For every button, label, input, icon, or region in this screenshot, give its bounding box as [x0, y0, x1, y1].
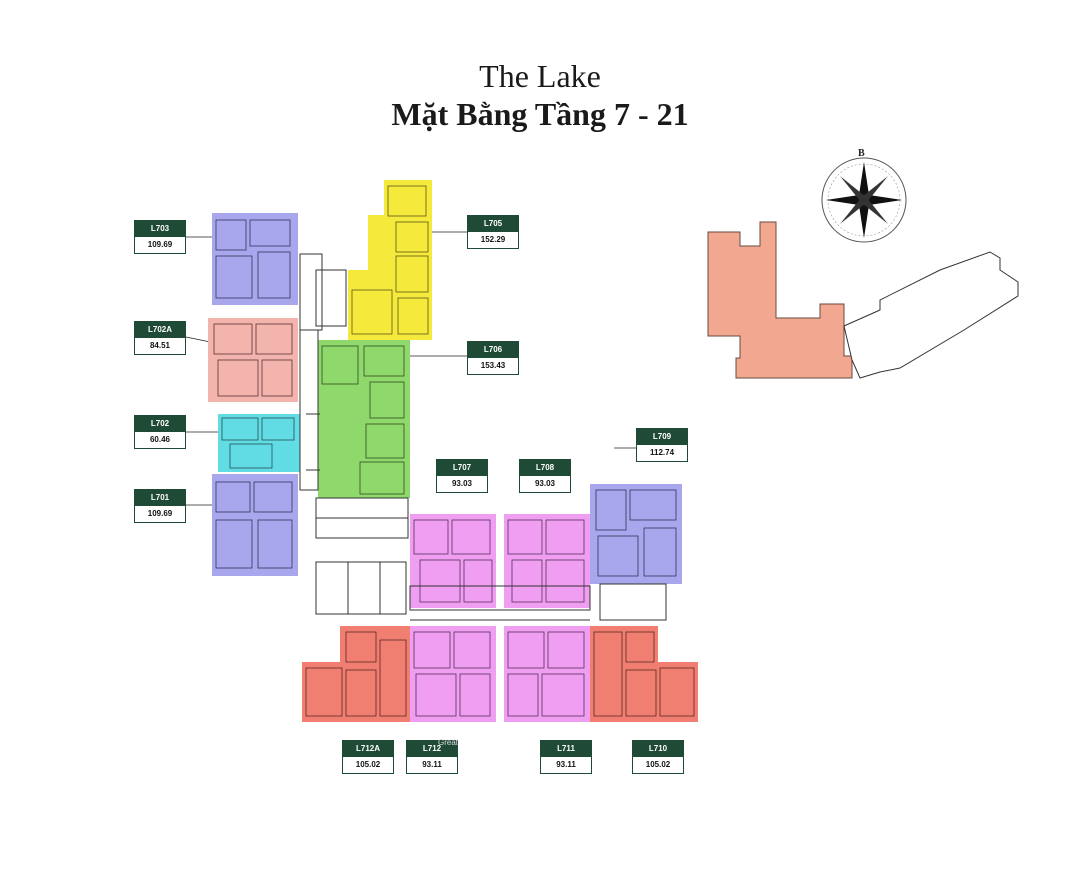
unit-area: 84.51 — [134, 338, 186, 355]
unit-code: L711 — [540, 740, 592, 757]
unit-tag-l702a: L702A 84.51 — [134, 321, 186, 355]
unit-tag-l709: L709 112.74 — [636, 428, 688, 462]
unit-area: 93.11 — [406, 757, 458, 774]
unit-l710[interactable] — [590, 626, 698, 722]
unit-l703[interactable] — [212, 213, 298, 305]
unit-l701[interactable] — [212, 474, 298, 576]
unit-tag-l702: L702 60.46 — [134, 415, 186, 449]
unit-area: 109.69 — [134, 506, 186, 523]
unit-code: L712A — [342, 740, 394, 757]
unit-tag-l705: L705 152.29 — [467, 215, 519, 249]
unit-tag-l703: L703 109.69 — [134, 220, 186, 254]
unit-tag-l708: L708 93.03 — [519, 459, 571, 493]
unit-area: 60.46 — [134, 432, 186, 449]
unit-l711[interactable] — [504, 626, 590, 722]
unit-area: 105.02 — [632, 757, 684, 774]
unit-code: L712 — [406, 740, 458, 757]
compass-north-label: B — [858, 148, 865, 159]
unit-l709[interactable] — [590, 484, 682, 584]
unit-code: L703 — [134, 220, 186, 237]
unit-code: L706 — [467, 341, 519, 358]
unit-l705[interactable] — [348, 180, 432, 340]
plan-title: Mặt Bằng Tầng 7 - 21 — [391, 96, 689, 132]
unit-tag-l706: L706 153.43 — [467, 341, 519, 375]
unit-code: L702A — [134, 321, 186, 338]
unit-code: L707 — [436, 459, 488, 476]
unit-code: L709 — [636, 428, 688, 445]
unit-tag-l711: L711 93.11 — [540, 740, 592, 774]
unit-l702a[interactable] — [208, 318, 298, 402]
unit-code: L705 — [467, 215, 519, 232]
watermark: Great — [438, 738, 459, 747]
unit-tag-l712: L712 93.11 — [406, 740, 458, 774]
unit-area: 105.02 — [342, 757, 394, 774]
unit-area: 109.69 — [134, 237, 186, 254]
unit-tag-l707: L707 93.03 — [436, 459, 488, 493]
unit-code: L701 — [134, 489, 186, 506]
unit-area: 112.74 — [636, 445, 688, 462]
unit-code: L702 — [134, 415, 186, 432]
unit-tag-l712a: L712A 105.02 — [342, 740, 394, 774]
unit-l708[interactable] — [504, 514, 590, 608]
unit-l707[interactable] — [410, 514, 496, 608]
unit-code: L708 — [519, 459, 571, 476]
unit-tag-l701: L701 109.69 — [134, 489, 186, 523]
project-name: The Lake — [479, 58, 601, 94]
unit-l702[interactable] — [218, 414, 300, 472]
unit-area: 152.29 — [467, 232, 519, 249]
unit-area: 93.03 — [436, 476, 488, 493]
key-plan — [707, 221, 1019, 379]
unit-code: L710 — [632, 740, 684, 757]
unit-tag-l710: L710 105.02 — [632, 740, 684, 774]
unit-l712[interactable] — [410, 626, 496, 722]
unit-area: 93.03 — [519, 476, 571, 493]
compass-rose-icon — [821, 157, 907, 243]
unit-area: 93.11 — [540, 757, 592, 774]
unit-area: 153.43 — [467, 358, 519, 375]
building-core — [299, 253, 667, 621]
unit-l706[interactable] — [318, 340, 410, 498]
unit-l712a[interactable] — [302, 626, 410, 722]
